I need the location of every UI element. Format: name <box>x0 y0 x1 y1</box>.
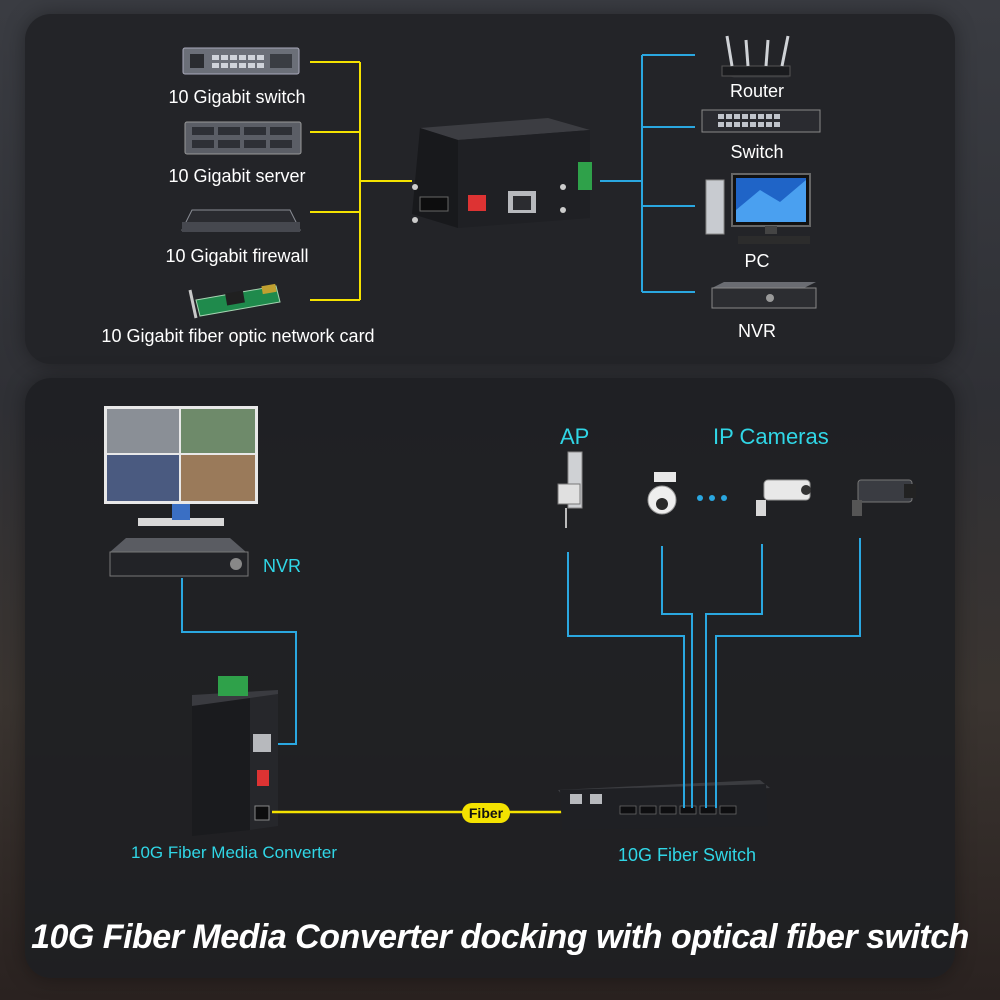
top-media-converter-icon <box>412 118 592 228</box>
device-label-router: Router <box>729 81 785 101</box>
bullet-camera-icon <box>756 479 811 516</box>
fiber-tag: Fiber <box>462 803 510 823</box>
ap-label: AP <box>560 424 590 449</box>
device-label-nvr: NVR <box>737 321 777 341</box>
device-label-gigabit-switch: 10 Gigabit switch <box>168 87 306 107</box>
ap-icon <box>557 451 583 528</box>
device-label-switch: Switch <box>730 142 784 162</box>
gigabit-server-icon <box>184 121 302 155</box>
ellipsis-dots <box>697 495 727 501</box>
switch-icon <box>701 109 821 133</box>
bottom-media-converter-icon <box>192 676 278 836</box>
top-nvr-icon <box>711 282 817 309</box>
monitor-icon <box>104 406 258 526</box>
ip-cameras-label: IP Cameras <box>713 424 829 449</box>
bottom-nvr-icon <box>109 538 249 577</box>
gigabit-switch-icon <box>182 47 300 75</box>
caption: 10G Fiber Media Converter docking with o… <box>31 918 969 956</box>
device-label-gigabit-server: 10 Gigabit server <box>168 166 306 186</box>
fiber-switch-label: 10G Fiber Switch <box>618 845 757 865</box>
fiber-switch-icon <box>558 780 770 830</box>
left-connection-lines <box>310 61 412 301</box>
right-connection-lines <box>600 54 695 293</box>
pc-icon <box>705 173 811 244</box>
box-camera-icon <box>852 479 916 516</box>
camera-to-switch-lines <box>567 538 861 808</box>
dome-camera-icon <box>647 472 677 515</box>
network-card-icon <box>188 283 281 319</box>
device-label-pc: PC <box>744 251 770 271</box>
device-label-gigabit-firewall: 10 Gigabit firewall <box>165 246 309 266</box>
gigabit-firewall-icon <box>181 209 301 232</box>
device-label-network-card: 10 Gigabit fiber optic network card <box>101 326 375 346</box>
converter-label: 10G Fiber Media Converter <box>131 843 337 862</box>
nvr-to-converter-line <box>181 578 297 745</box>
nvr-label: NVR <box>263 556 302 576</box>
router-icon <box>721 35 791 78</box>
